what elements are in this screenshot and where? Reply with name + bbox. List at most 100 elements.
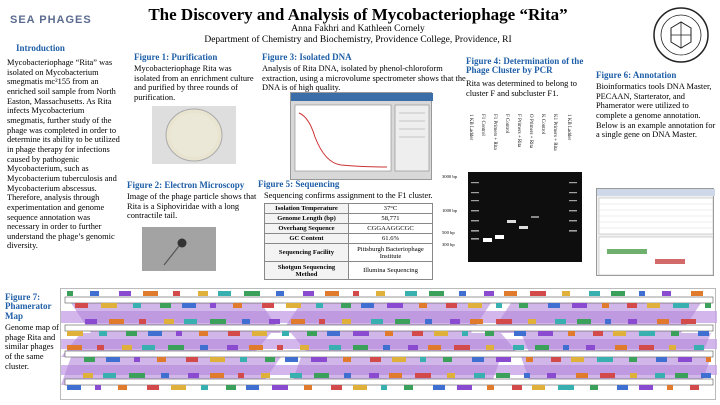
gene-box — [227, 345, 238, 350]
college-seal — [652, 6, 710, 64]
spectrometer-screenshot — [290, 92, 433, 180]
gene-box — [148, 331, 162, 336]
authors: Anna Fakhri and Kathleen Cornely — [291, 24, 425, 34]
gel-lane-labels: 1 KB Ladder F1 Control F1 Primers + Rita… — [468, 114, 571, 151]
gene-box — [210, 303, 216, 308]
gene-box — [342, 319, 351, 324]
gene-box — [246, 385, 259, 390]
gene-box — [486, 345, 494, 350]
fig7-title: Figure 7: Phamerator Map — [5, 292, 52, 321]
gene-box — [161, 373, 169, 378]
gene-box — [597, 357, 613, 362]
gene-box — [343, 357, 351, 362]
gene-box — [434, 331, 448, 336]
gene-box — [605, 319, 611, 324]
gene-box — [285, 357, 298, 362]
gene-box — [240, 357, 247, 362]
gene-box — [530, 291, 546, 296]
gene-box — [226, 385, 236, 390]
gene-box — [286, 303, 301, 308]
gene-box — [95, 385, 101, 390]
gene-box — [188, 373, 199, 378]
gene-box — [639, 345, 654, 350]
fig3-title: Figure 3: Isolated DNA — [262, 52, 352, 62]
gene-box — [291, 319, 305, 324]
gene-box — [67, 385, 81, 390]
gene-box — [496, 303, 502, 308]
gene-box — [627, 303, 637, 308]
gene-box — [419, 303, 427, 308]
gene-box — [694, 345, 704, 350]
gene-box — [75, 303, 88, 308]
gene-box — [513, 345, 524, 350]
gel-markers: 3000 bp 1000 bp 500 bp 300 bp — [442, 174, 457, 247]
gene-box — [383, 345, 390, 350]
gene-box — [667, 385, 673, 390]
gene-box — [496, 319, 512, 324]
gene-box — [99, 331, 107, 336]
gene-box — [443, 357, 452, 362]
gene-box — [300, 345, 309, 350]
gene-box — [429, 291, 444, 296]
gene-box — [675, 373, 688, 378]
gene-box — [671, 331, 679, 336]
gene-box — [210, 373, 224, 378]
gene-box — [576, 373, 588, 378]
gene-box — [673, 303, 689, 308]
gene-box — [353, 345, 368, 350]
gene-box — [389, 373, 402, 378]
gene-box — [371, 319, 383, 324]
gene-box — [200, 345, 208, 350]
gene-box — [657, 319, 669, 324]
gene-box — [244, 291, 260, 296]
pcr-gel-image — [468, 172, 582, 262]
gene-box — [101, 303, 117, 308]
fig2-title: Figure 2: Electron Microscopy — [127, 180, 245, 190]
gene-box — [265, 357, 275, 362]
gene-box — [329, 345, 341, 350]
gene-box — [678, 357, 692, 362]
fig7-text: Genome map of phage Rita and similar pha… — [5, 323, 59, 371]
gene-box — [109, 319, 124, 324]
gene-box — [210, 357, 225, 362]
gene-box — [218, 291, 231, 296]
gene-box — [182, 303, 196, 308]
gene-box — [428, 345, 441, 350]
gene-box — [381, 385, 387, 390]
gene-box — [472, 357, 484, 362]
gene-box — [454, 345, 470, 350]
gene-box — [447, 373, 455, 378]
gene-box — [615, 345, 627, 350]
gene-box — [681, 319, 696, 324]
gene-box — [173, 291, 180, 296]
gene-box — [446, 303, 457, 308]
gene-box — [228, 331, 240, 336]
gene-box — [233, 303, 242, 308]
gene-box — [691, 291, 703, 296]
gene-box — [408, 345, 418, 350]
gene-box — [307, 331, 317, 336]
gene-box — [97, 345, 104, 350]
gene-box — [353, 331, 369, 336]
gene-box — [450, 319, 460, 324]
gene-box — [139, 319, 146, 324]
em-photo — [142, 227, 216, 271]
gene-box — [630, 373, 637, 378]
gene-box — [83, 373, 93, 378]
gene-box — [186, 357, 198, 362]
gene-box — [571, 357, 584, 362]
gene-box — [103, 373, 116, 378]
gene-box — [690, 385, 699, 390]
gene-box — [532, 385, 545, 390]
gene-box — [562, 291, 570, 296]
gene-box — [369, 373, 379, 378]
gene-box — [526, 357, 533, 362]
gene-box — [67, 345, 82, 350]
gene-box — [547, 373, 556, 378]
gene-box — [118, 385, 127, 390]
gene-box — [662, 291, 671, 296]
gene-box — [133, 303, 141, 308]
